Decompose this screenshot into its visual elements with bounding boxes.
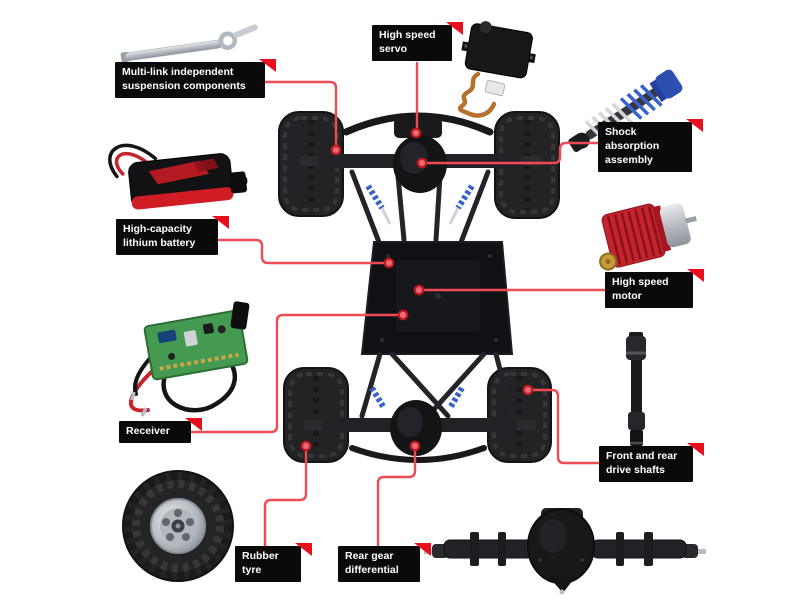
label-text: High-capacity lithium battery [123,223,196,249]
callout-line-battery [216,238,387,265]
electric-motor-illustration [599,203,697,271]
corner-fold-icon [212,216,229,229]
corner-fold-icon [185,418,202,431]
callout-line-multi-link [261,80,338,149]
label-text: Receiver [126,425,170,437]
label-rear-gear-differential: Rear gear differential [338,543,431,582]
corner-fold-icon [686,119,703,132]
corner-fold-icon [446,22,463,35]
label-text: Multi-link independent suspension compon… [122,66,246,92]
car-chassis-plate [360,241,514,355]
label-shock-absorption: Shock absorption assembly [598,119,703,172]
callout-dots [300,127,534,452]
rubber-wheel-illustration [122,470,234,582]
car-rear-suspension [359,351,515,419]
car-rear-bumper [349,445,487,463]
corner-fold-icon [687,269,704,282]
corner-fold-icon [687,443,704,456]
suspension-link-rod-illustration [120,24,258,63]
servo-connector [484,79,506,97]
label-text: High speed motor [612,276,669,302]
lithium-battery-illustration [108,143,248,210]
label-text: Front and rear drive shafts [606,450,678,476]
label-rubber-tyre: Rubber tyre [235,543,312,582]
label-multi-link-suspension: Multi-link independent suspension compon… [115,59,276,98]
rear-axle-assembly-illustration [424,508,706,595]
callout-line-rubber-tyre [263,448,308,548]
callout-lines [187,61,607,548]
corner-fold-icon [259,59,276,72]
corner-fold-icon [295,543,312,556]
car-rear-right-tyre [487,367,552,463]
car-rear-left-tyre [283,367,349,463]
callout-line-rear-diff [376,448,417,548]
car-rear-axle [304,400,536,456]
label-text: High speed servo [379,29,436,55]
drive-shaft-illustration [626,332,646,446]
label-text: Shock absorption assembly [605,126,660,166]
label-lithium-battery: High-capacity lithium battery [116,216,229,255]
receiver-black-wire [161,357,237,413]
callout-line-receiver [187,313,401,434]
servo-illustration [457,21,536,118]
receiver-connector [230,301,250,330]
callout-line-drive-shafts [530,388,601,465]
receiver-board-illustration [128,301,250,417]
label-drive-shafts: Front and rear drive shafts [599,443,704,482]
label-receiver: Receiver [119,418,202,443]
label-high-speed-motor: High speed motor [605,269,704,308]
corner-fold-icon [414,543,431,556]
car-front-shocks [365,184,475,225]
callout-line-shock [424,141,600,165]
label-text: Rubber tyre [242,550,279,576]
servo-wire [457,71,497,118]
label-text: Rear gear differential [345,550,399,576]
label-high-speed-servo: High speed servo [372,22,463,61]
